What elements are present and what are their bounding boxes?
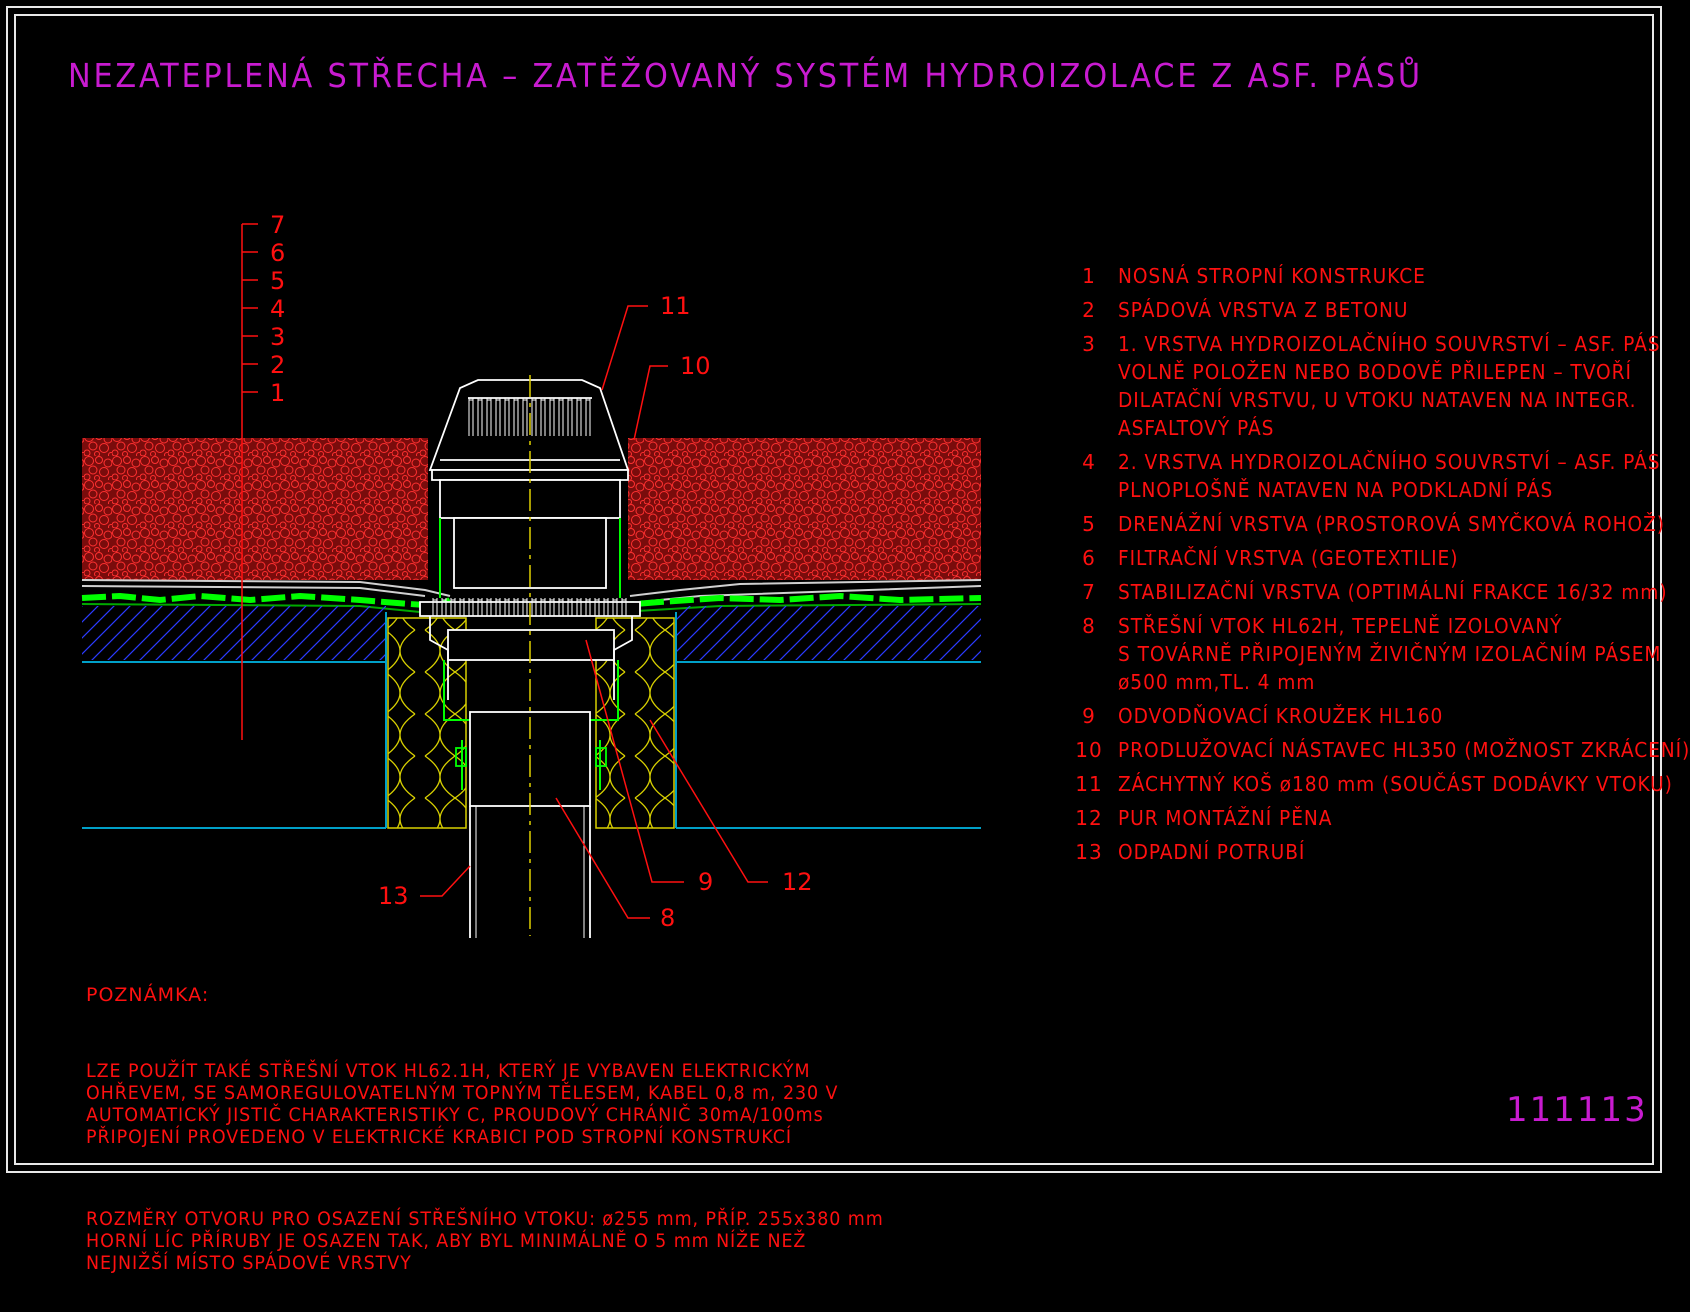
legend-text: ZÁCHYTNÝ KOŠ ø180 mm (SOUČÁST DODÁVKY VT… [1118,772,1673,796]
concrete-slope-layer [82,606,981,829]
scale-label: 5 [270,267,285,295]
legend-number: 13 [1075,840,1103,864]
legend-text: STABILIZAČNÍ VRSTVA (OPTIMÁLNÍ FRAKCE 16… [1118,580,1668,604]
scale-label: 3 [270,323,285,351]
legend-item-5: 5 DRENÁŽNÍ VRSTVA (PROSTOROVÁ SMYČKOVÁ RO… [1060,510,1664,538]
scale-label: 7 [270,211,285,239]
callout-leaders [420,305,768,919]
drawing-number: 111113 [1506,1090,1648,1130]
legend-text: ODVODŇOVACÍ KROUŽEK HL160 [1118,704,1444,728]
legend-item-12: 12 PUR MONTÁŽNÍ PĚNA [1060,804,1660,832]
scale-label: 1 [270,379,285,407]
legend-text: 1. VRSTVA HYDROIZOLAČNÍHO SOUVRSTVÍ – AS… [1118,332,1661,440]
legend-number: 2 [1082,298,1096,322]
legend-text: STŘEŠNÍ VTOK HL62H, TEPELNĚ IZOLOVANÝ S … [1118,614,1662,694]
legend-number: 10 [1075,738,1103,762]
legend-number: 11 [1075,772,1103,796]
legend-number: 8 [1082,614,1096,638]
drawing-frame-inner [14,14,1654,1165]
callout-10: 10 [680,352,711,380]
legend-text: PUR MONTÁŽNÍ PĚNA [1118,806,1333,830]
scale-label: 6 [270,239,285,267]
legend-item-8: 8 STŘEŠNÍ VTOK HL62H, TEPELNĚ IZOLOVANÝ S… [1060,612,1660,696]
legend-item-9: 9 ODVODŇOVACÍ KROUŽEK HL160 [1060,702,1660,730]
legend-number: 12 [1075,806,1103,830]
legend-item-13: 13 ODPADNÍ POTRUBÍ [1060,838,1660,866]
note-paragraph-1: LZE POUŽÍT TAKÉ STŘEŠNÍ VTOK HL62.1H, KT… [86,1060,839,1148]
legend-text: FILTRAČNÍ VRSTVA (GEOTEXTILIE) [1118,546,1459,570]
callout-13: 13 [378,882,409,910]
callout-12: 12 [782,868,813,896]
note-block: POZNÁMKA: LZE POUŽÍT TAKÉ STŘEŠNÍ VTOK H… [86,940,953,1312]
legend-item-3: 3 1. VRSTVA HYDROIZOLAČNÍHO SOUVRSTVÍ – A… [1060,330,1660,442]
legend-number: 3 [1082,332,1096,356]
legend-item-11: 11 ZÁCHYTNÝ KOŠ ø180 mm (SOUČÁST DODÁVKY … [1060,770,1672,798]
scale-label: 2 [270,351,285,379]
legend-text: DRENÁŽNÍ VRSTVA (PROSTOROVÁ SMYČKOVÁ ROH… [1118,512,1665,536]
legend-number: 7 [1082,580,1096,604]
callout-11: 11 [660,292,691,320]
legend-text: PRODLUŽOVACÍ NÁSTAVEC HL350 (MOŽNOST ZKR… [1118,738,1690,762]
callout-8: 8 [660,904,675,932]
legend-item-6: 6 FILTRAČNÍ VRSTVA (GEOTEXTILIE) [1060,544,1660,572]
legend-item-7: 7 STABILIZAČNÍ VRSTVA (OPTIMÁLNÍ FRAKCE 1… [1060,578,1666,606]
legend-number: 5 [1082,512,1096,536]
legend-text: NOSNÁ STROPNÍ KONSTRUKCE [1118,264,1426,288]
legend-number: 9 [1082,704,1096,728]
legend-number: 4 [1082,450,1096,474]
legend-list: 1 NOSNÁ STROPNÍ KONSTRUKCE 2 SPÁDOVÁ VRSTVA… [1060,262,1689,872]
drawing-title: NEZATEPLENÁ STŘECHA – ZATĚŽOVANÝ SYSTÉM … [68,56,1423,95]
legend-text: SPÁDOVÁ VRSTVA Z BETONU [1118,298,1409,322]
drawing-frame-outer [6,6,1662,1173]
legend-text: ODPADNÍ POTRUBÍ [1118,840,1306,864]
note-heading: POZNÁMKA: [86,984,210,1006]
legend-item-4: 4 2. VRSTVA HYDROIZOLAČNÍHO SOUVRSTVÍ – A… [1060,448,1660,504]
legend-number: 6 [1082,546,1096,570]
scale-label: 4 [270,295,285,323]
note-paragraph-2: ROZMĚRY OTVORU PRO OSAZENÍ STŘEŠNÍHO VTO… [86,1208,884,1274]
legend-item-10: 10 PRODLUŽOVACÍ NÁSTAVEC HL350 (MOŽNOST Z… [1060,736,1689,764]
callout-9: 9 [698,868,713,896]
legend-item-2: 2 SPÁDOVÁ VRSTVA Z BETONU [1060,296,1660,324]
legend-text: 2. VRSTVA HYDROIZOLAČNÍHO SOUVRSTVÍ – AS… [1118,450,1661,502]
legend-item-1: 1 NOSNÁ STROPNÍ KONSTRUKCE [1060,262,1660,290]
legend-number: 1 [1082,264,1096,288]
